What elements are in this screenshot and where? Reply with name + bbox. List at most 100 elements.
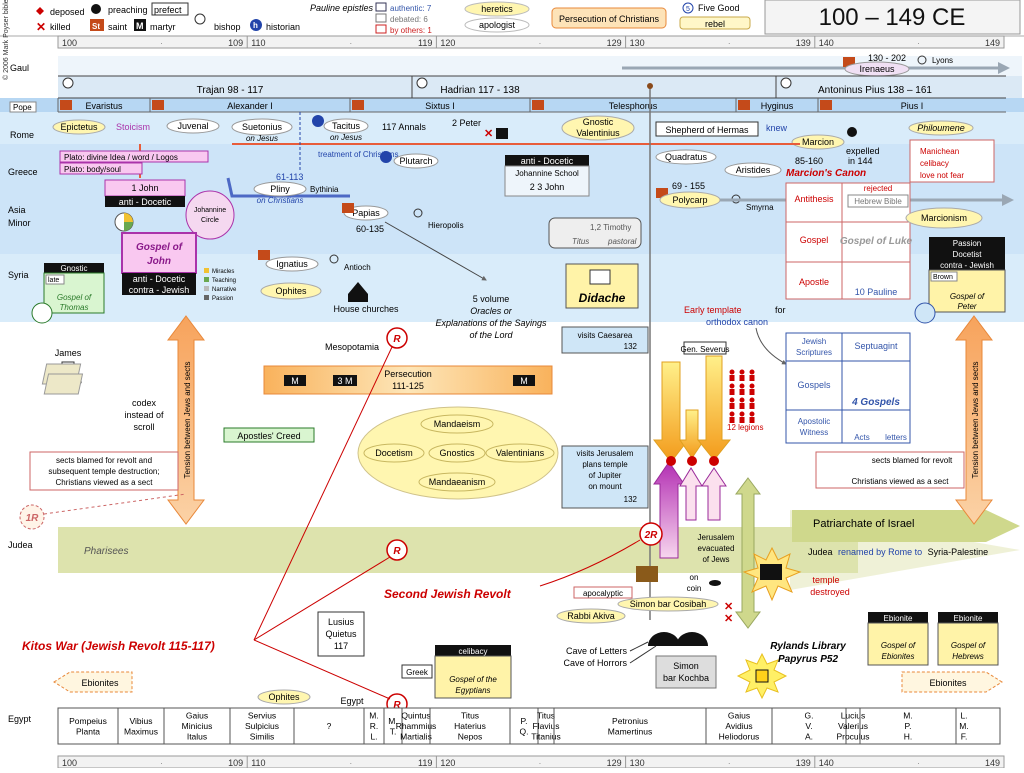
saint-icon xyxy=(738,100,750,110)
egypt-label: Egypt xyxy=(340,696,364,706)
visits-jerusalem-line3: of Jupiter xyxy=(589,471,622,480)
bishop-icon xyxy=(413,208,423,218)
legend-deposed: deposed xyxy=(50,7,85,17)
revolt-icon xyxy=(386,539,408,561)
legend-preaching: preaching xyxy=(108,5,148,15)
prefect-name: G. xyxy=(805,711,814,721)
cave-icon xyxy=(676,632,708,646)
evacuated-line3: of Jews xyxy=(702,555,729,564)
ruler-year-label: 130 xyxy=(630,758,645,768)
fivevolume-label: 5 volume xyxy=(473,294,510,304)
papias-label: Papias xyxy=(352,208,380,218)
pope-name: Evaristus xyxy=(85,101,123,111)
prefect-name: Quintus xyxy=(401,711,430,721)
knew-label: knew xyxy=(766,123,788,133)
region-pope: Pope xyxy=(13,103,32,112)
pastoral-label: pastoral xyxy=(607,237,637,246)
ebionites-left-label: Ebionites xyxy=(81,678,119,688)
saint-icon xyxy=(532,100,544,110)
peter-clock-icon xyxy=(914,302,936,324)
apostles-creed-box xyxy=(223,427,315,443)
killed-icon: ✕ xyxy=(724,613,733,625)
sects-left-line3: Christians viewed as a sect xyxy=(56,478,154,487)
prefect-name: Valerius xyxy=(838,721,868,731)
ruler-year-label: 109 xyxy=(228,758,243,768)
svg-text:5: 5 xyxy=(686,6,690,13)
hieropolis-label: Hieropolis xyxy=(428,221,464,230)
apostolic-witness-line2: Witness xyxy=(800,428,828,437)
simon-kochba-box xyxy=(655,655,717,689)
pope-name: Hyginus xyxy=(761,101,794,111)
philoumene-pill xyxy=(908,120,974,136)
evacuated-line1: Jerusalem xyxy=(698,533,735,542)
soldier-body xyxy=(729,389,735,395)
papias-dates: 60-135 xyxy=(356,224,384,234)
suetonius-onjesus: on Jesus xyxy=(246,134,278,143)
rylands-line2: Papyrus P52 xyxy=(778,654,838,665)
region-syria: Syria xyxy=(8,270,29,280)
juvenal-pill xyxy=(166,118,220,134)
housechurches-label: House churches xyxy=(333,304,399,314)
oncoin-line2: coin xyxy=(687,584,702,593)
didache-label: Didache xyxy=(579,291,626,305)
ruler-year-label: 119 xyxy=(418,758,432,768)
mesopotamia-label: Mesopotamia xyxy=(325,342,379,352)
legend-teaching: Teaching xyxy=(212,278,236,284)
svg-text:3 M: 3 M xyxy=(337,376,352,386)
prefect-name: Gaius xyxy=(186,711,208,721)
epictetus-pill xyxy=(52,119,106,135)
saint-icon xyxy=(60,100,72,110)
ruler-year-label: 100 xyxy=(62,758,77,768)
marcions-canon-label: Marcion's Canon xyxy=(786,168,866,179)
gospel-ebionites-line1: Gospel of xyxy=(881,641,916,650)
fivegood-icon xyxy=(62,77,74,89)
canon-septuagint: Septuagint xyxy=(854,341,898,351)
ruler-year-label: 139 xyxy=(796,758,811,768)
gospel-ebionites-line2: Ebionites xyxy=(882,652,915,661)
lusius-line2: Quietus xyxy=(325,629,357,639)
pope-name: Alexander I xyxy=(227,101,273,111)
canon-gospel: Gospel xyxy=(800,235,829,245)
coin-icon xyxy=(709,580,721,586)
irenaeus-label: Irenaeus xyxy=(859,64,895,74)
timothy-label: 1,2 Timothy xyxy=(590,223,631,232)
ignatius-label: Ignatius xyxy=(276,259,308,269)
prefect-name: Lucius xyxy=(841,711,866,721)
legend-fivegood: Five Good xyxy=(698,3,740,13)
pastoral-box xyxy=(548,217,642,249)
john-legend: Miracles Teaching Narrative Passion xyxy=(204,268,237,302)
soldier-icon xyxy=(739,383,745,389)
sects-right-line1: sects blamed for revolt xyxy=(872,456,953,465)
prefect-name: Proculus xyxy=(836,732,869,742)
tension-right-label: Tension between Jews and sects xyxy=(971,362,980,479)
saint-icon xyxy=(656,188,668,198)
prefect-name: Similis xyxy=(250,732,275,742)
house-church-icon xyxy=(348,282,368,302)
ruler-year-label: 100 xyxy=(62,38,77,48)
prefect-name: Titanius xyxy=(531,732,560,742)
region-judea: Judea xyxy=(8,540,33,550)
lusius-line1: Lusius xyxy=(328,617,355,627)
visits-jerusalem-year: 132 xyxy=(624,495,638,504)
annals-label: 117 Annals xyxy=(382,122,426,132)
gospel-john-antidocetic: anti - Docetic xyxy=(133,274,186,284)
emperor-antoninus: Antoninus Pius 138 – 161 xyxy=(818,85,932,96)
pliny-label: Pliny xyxy=(270,184,290,194)
saint-icon xyxy=(152,100,164,110)
ruler-year-label: 140 xyxy=(819,38,834,48)
ruler-year-label: 110 xyxy=(251,38,265,48)
ruler-year-label: 120 xyxy=(440,758,455,768)
akiva-label: Rabbi Akiva xyxy=(567,611,615,621)
temple-coin-icon xyxy=(636,566,658,582)
prefect-name: Titus xyxy=(537,711,555,721)
pope-band xyxy=(0,98,1024,112)
historian-icon xyxy=(250,19,262,31)
plato2-box xyxy=(59,162,143,175)
page-title: 100 – 149 CE xyxy=(819,4,966,31)
historian-icon xyxy=(380,151,392,163)
soldier-icon xyxy=(749,411,755,417)
johannine-school-box xyxy=(504,165,590,197)
